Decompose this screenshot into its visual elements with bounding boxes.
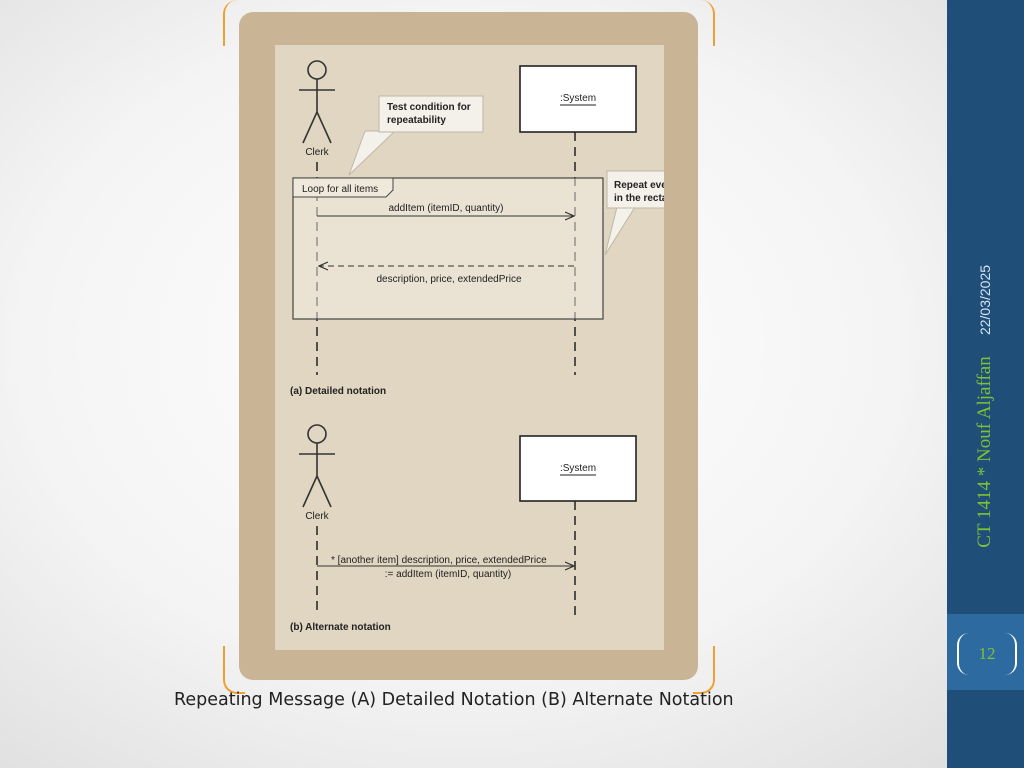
slide-author: CT 1414 * Nouf Aljaffan — [974, 356, 995, 548]
sequence-diagram: Clerk :System Loop for all items Test co… — [275, 45, 712, 650]
return-message: description, price, extendedPrice — [376, 274, 522, 285]
bracket-bottom-left — [223, 646, 245, 694]
diagram-background — [275, 45, 664, 650]
page-number-band — [947, 614, 1024, 690]
slide-caption: Repeating Message (A) Detailed Notation … — [174, 690, 734, 710]
note-condition — [378, 95, 484, 133]
part-b-label: (b) Alternate notation — [290, 622, 391, 633]
slide-date: 22/03/2025 — [977, 264, 993, 336]
actor-label-b: Clerk — [305, 511, 329, 522]
actor-label-a: Clerk — [305, 147, 329, 158]
page-number-badge: 12 — [957, 633, 1017, 675]
note-condition-line-2: repeatability — [387, 115, 446, 126]
bracket-bottom-right — [693, 646, 715, 694]
system-box-b — [519, 435, 637, 502]
bracket-top-right — [693, 0, 715, 46]
system-box-a — [519, 65, 637, 133]
note-repeat-line-2: in the rectangle — [614, 193, 664, 204]
note-condition-line-1: Test condition for — [387, 102, 471, 113]
loop-frame — [292, 177, 604, 320]
sequence-diagram-svg: Clerk :System Loop for all items Test co… — [275, 45, 712, 650]
message-b-line-1: * [another item] description, price, ext… — [331, 555, 547, 566]
bracket-top-left — [223, 0, 245, 46]
page-number: 12 — [978, 644, 996, 663]
system-label-a: :System — [560, 93, 596, 104]
system-label-b: :System — [560, 463, 596, 474]
loop-label: Loop for all items — [302, 184, 378, 195]
actor-figure-b — [299, 424, 335, 508]
message-add-item: addItem (itemID, quantity) — [388, 203, 503, 214]
note-repeat-line-1: Repeat everything — [614, 180, 664, 191]
actor-figure-a — [299, 60, 335, 144]
loop-label-tab — [292, 177, 394, 198]
message-b-line-2: := addItem (itemID, quantity) — [385, 569, 511, 580]
part-a-label: (a) Detailed notation — [290, 386, 386, 397]
